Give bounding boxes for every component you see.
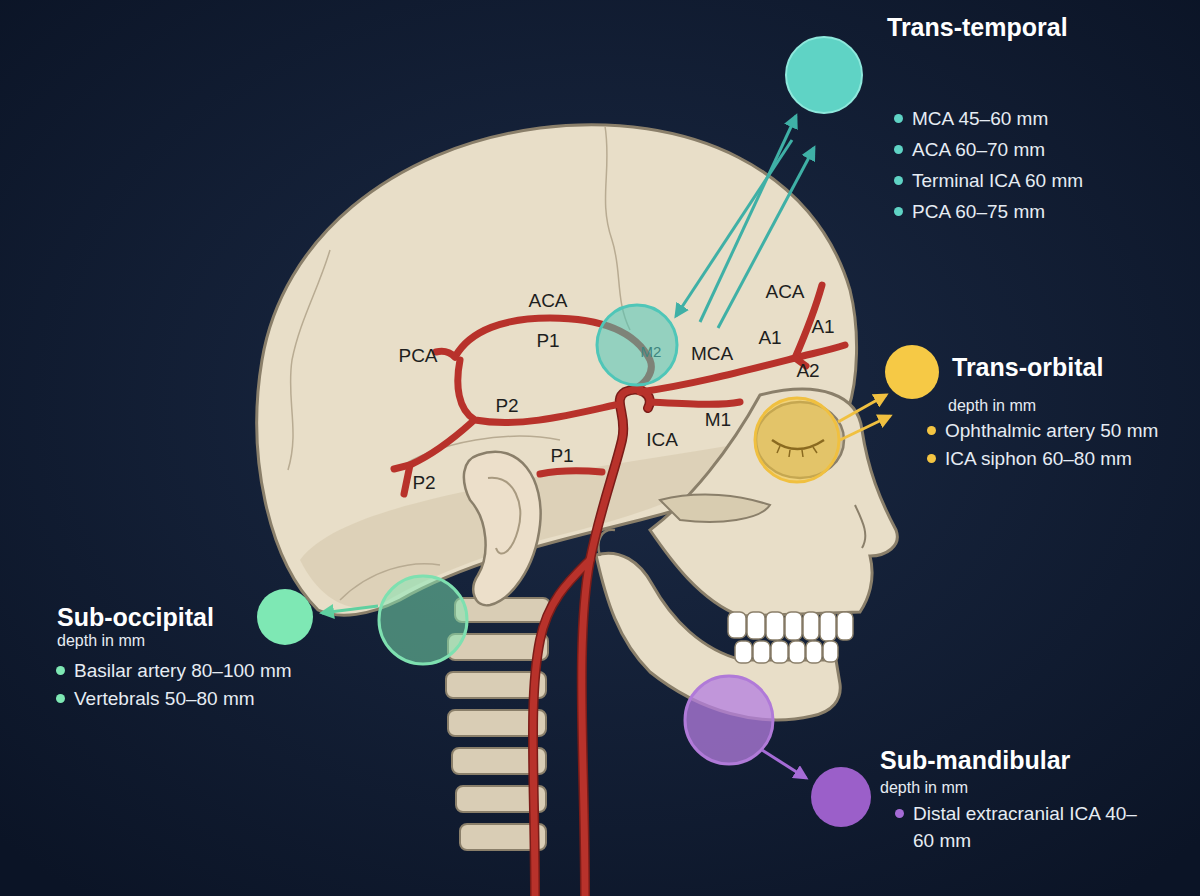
depth-item: Basilar artery 80–100 mm — [74, 657, 292, 684]
artery — [394, 422, 472, 469]
window-title: Trans-orbital — [952, 352, 1103, 382]
artery — [533, 560, 590, 896]
artery — [582, 390, 650, 896]
tooth — [753, 641, 770, 663]
tooth — [823, 641, 838, 662]
vertebra — [455, 598, 550, 622]
tooth — [747, 612, 765, 639]
depth-item: ACA 60–70 mm — [912, 136, 1045, 163]
window-title: Sub-mandibular — [880, 745, 1070, 775]
artery-label: P2 — [495, 395, 518, 417]
depth-item: Vertebrals 50–80 mm — [74, 685, 255, 712]
bullet-dot — [894, 207, 903, 216]
bullet-dot — [927, 426, 936, 435]
artery-label: P1 — [550, 445, 573, 467]
tooth — [735, 641, 752, 663]
arrow — [322, 606, 378, 613]
artery — [436, 351, 455, 357]
artery-label: ACA — [765, 281, 804, 303]
arrow — [840, 416, 890, 440]
ear — [464, 452, 541, 606]
nasal-opening — [855, 505, 865, 548]
bullet-dot — [895, 809, 904, 818]
subtitle: depth in mm — [948, 396, 1036, 416]
maxilla — [650, 389, 897, 616]
depth-item: Terminal ICA 60 mm — [912, 167, 1083, 194]
acoustic-window — [755, 398, 839, 482]
artery — [404, 465, 410, 494]
bullet-dot — [56, 666, 65, 675]
suture — [605, 126, 630, 330]
suture — [288, 250, 330, 470]
tooth — [785, 612, 802, 640]
artery-label: P1 — [536, 330, 559, 352]
probe-circle — [811, 767, 871, 827]
artery-label: A2 — [796, 360, 819, 382]
depth-item: ICA siphon 60–80 mm — [945, 445, 1132, 472]
window-title: Sub-occipital — [57, 602, 214, 632]
artery-label: M1 — [705, 409, 731, 431]
depth-item: MCA 45–60 mm — [912, 105, 1048, 132]
zygomatic-arch — [660, 495, 770, 522]
arrow — [718, 148, 814, 328]
probe-circle — [786, 37, 862, 113]
probe-circle — [257, 589, 313, 645]
bullet-dot — [56, 694, 65, 703]
bullet-dot — [927, 454, 936, 463]
artery-label: A1 — [758, 327, 781, 349]
arrow — [762, 750, 806, 778]
tooth — [803, 612, 819, 640]
bullet-dot — [894, 176, 903, 185]
tooth — [771, 641, 788, 663]
acoustic-window — [685, 676, 773, 764]
acoustic-window — [379, 576, 467, 664]
bullet-dot — [894, 114, 903, 123]
acoustic-window — [597, 305, 677, 385]
subtitle: depth in mm — [880, 778, 968, 798]
artery — [582, 390, 650, 896]
artery-label: P2 — [412, 472, 435, 494]
artery — [458, 360, 615, 422]
tooth — [806, 641, 822, 663]
tooth — [820, 612, 836, 641]
depth-item: Distal extracranial ICA 40–60 mm — [913, 800, 1148, 854]
artery-label: A1 — [811, 316, 834, 338]
artery-label: ACA — [528, 290, 567, 312]
artery-label: M2 — [641, 343, 662, 361]
bullet-dot — [894, 145, 903, 154]
artery — [650, 402, 740, 404]
artery-outline — [533, 390, 650, 896]
subtitle: depth in mm — [57, 631, 145, 651]
depth-item: Ophthalmic artery 50 mm — [945, 417, 1158, 444]
eyelashes — [777, 446, 817, 457]
window-title: Trans-temporal — [887, 12, 1068, 42]
tooth — [728, 612, 746, 638]
probe-circle — [885, 345, 939, 399]
tooth — [789, 641, 805, 663]
artery-group — [394, 285, 845, 896]
artery-label: ICA — [646, 429, 678, 451]
artery-label: PCA — [398, 345, 437, 367]
arrow — [838, 395, 886, 422]
tooth — [837, 612, 853, 640]
depth-item: PCA 60–75 mm — [912, 198, 1045, 225]
artery-label: MCA — [691, 343, 733, 365]
ear-fold — [488, 478, 520, 554]
tooth — [766, 612, 784, 640]
artery — [540, 471, 602, 474]
